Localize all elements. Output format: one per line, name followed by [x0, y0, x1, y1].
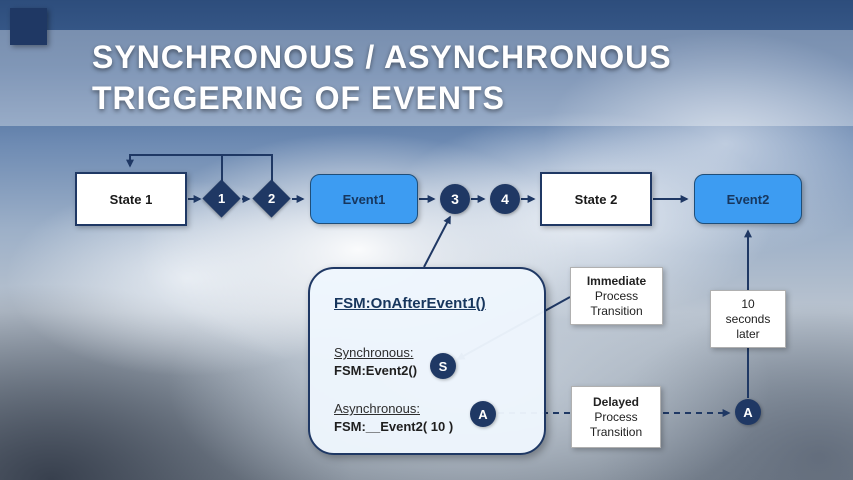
fsm-async-label: Asynchronous:	[334, 401, 420, 416]
accent-square	[10, 8, 47, 45]
async-target-badge: A	[735, 399, 761, 425]
async-badge: A	[470, 401, 496, 427]
async-target-badge-label: A	[743, 404, 753, 420]
state2-label: State 2	[574, 191, 618, 207]
title-band	[0, 30, 853, 126]
delayed-line-3: Transition	[589, 424, 643, 439]
slide-title: SYNCHRONOUS / ASYNCHRONOUS TRIGGERING OF…	[92, 37, 672, 119]
immediate-transition-callout: Immediate Process Transition	[570, 267, 663, 325]
timer-line-3: later	[736, 326, 760, 341]
title-line-2: TRIGGERING OF EVENTS	[92, 80, 505, 116]
fsm-sync-code: FSM:Event2()	[334, 363, 418, 378]
state2-box: State 2	[540, 172, 652, 226]
event2-box: Event2	[694, 174, 802, 224]
fsm-async-code: FSM:__Event2( 10 )	[334, 419, 454, 434]
step4-label: 4	[501, 191, 509, 207]
timer-line-1: 10	[741, 296, 755, 311]
step4-circle: 4	[490, 184, 520, 214]
delayed-line-2: Process	[594, 409, 638, 424]
fsm-sync-label: Synchronous:	[334, 345, 414, 360]
loop-back-to-state1	[126, 154, 273, 181]
delayed-line-1: Delayed	[592, 394, 640, 409]
timer-line-2: seconds	[725, 311, 771, 326]
gate1-label: 1	[217, 190, 226, 206]
event1-label: Event1	[342, 191, 386, 207]
async-badge-label: A	[478, 406, 488, 422]
sync-badge-label: S	[438, 358, 448, 374]
step3-label: 3	[451, 191, 459, 207]
title-line-1: SYNCHRONOUS / ASYNCHRONOUS	[92, 39, 672, 75]
fsm-onafterevent1-box: FSM:OnAfterEvent1() Synchronous: FSM:Eve…	[308, 267, 546, 455]
immediate-line-3: Transition	[590, 303, 643, 318]
sync-badge: S	[430, 353, 456, 379]
arrow-fsmbox-to-step3	[423, 215, 451, 268]
timer-callout: 10 seconds later	[710, 290, 786, 348]
event1-box: Event1	[310, 174, 418, 224]
state1-label: State 1	[109, 191, 153, 207]
delayed-transition-callout: Delayed Process Transition	[571, 386, 661, 448]
gate2-label: 2	[267, 190, 276, 206]
step3-circle: 3	[440, 184, 470, 214]
immediate-line-2: Process	[594, 288, 639, 303]
immediate-line-1: Immediate	[586, 273, 647, 288]
state1-box: State 1	[75, 172, 187, 226]
fsm-title: FSM:OnAfterEvent1()	[334, 295, 486, 312]
event2-label: Event2	[726, 191, 770, 207]
